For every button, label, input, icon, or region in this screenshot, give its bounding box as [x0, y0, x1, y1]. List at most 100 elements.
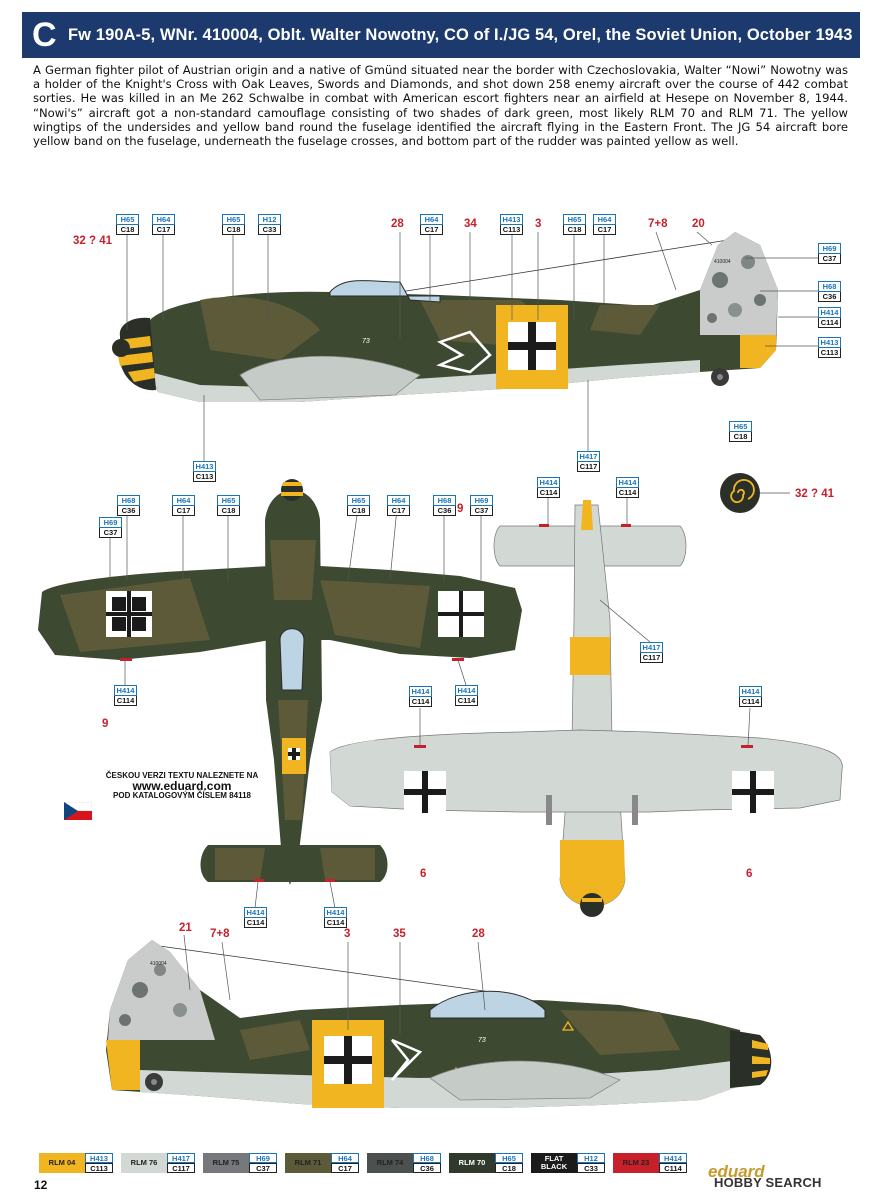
humbrol-code: H413	[193, 461, 216, 472]
mr-color-code: C114	[739, 697, 762, 707]
humbrol-code: H414	[455, 685, 478, 696]
mr-color-code: C18	[563, 225, 586, 235]
svg-text:73: 73	[478, 1037, 486, 1044]
legend-color-name: RLM 70	[449, 1153, 495, 1173]
humbrol-code: H68	[818, 281, 841, 292]
mr-color-code: C18	[222, 225, 245, 235]
mr-color-code: C114	[244, 918, 267, 928]
mr-color-code: C114	[114, 696, 137, 706]
mr-color-code: C18	[217, 506, 240, 516]
profile-title: Fw 190A-5, WNr. 410004, Oblt. Walter Now…	[68, 25, 853, 44]
czech-note-line1: ČESKOU VERZI TEXTU NALEZNETE NA	[105, 771, 259, 780]
legend-h-code: H64	[331, 1153, 359, 1163]
humbrol-code: H68	[433, 495, 456, 506]
legend-color-name: RLM 76	[121, 1153, 167, 1173]
legend-color-name: FLAT BLACK	[531, 1153, 577, 1173]
legend-h-code: H69	[249, 1153, 277, 1163]
stencil-number: 3	[535, 218, 542, 230]
legend-h-code: H68	[413, 1153, 441, 1163]
watermark: HOBBY SEARCH	[714, 1175, 822, 1190]
legend-c-code: C37	[249, 1163, 277, 1173]
page-number: 12	[34, 1178, 48, 1192]
stencil-number: 32 ? 41	[73, 235, 112, 247]
svg-text:410004: 410004	[150, 961, 167, 967]
humbrol-code: H69	[818, 243, 841, 254]
stencil-number: 7+8	[210, 928, 230, 940]
mr-color-code: C37	[818, 254, 841, 264]
humbrol-code: H65	[217, 495, 240, 506]
stencil-number: 28	[472, 928, 485, 940]
humbrol-code: H65	[222, 214, 245, 225]
spinner-detail	[720, 473, 760, 513]
svg-text:73: 73	[362, 338, 370, 345]
aircraft-description: A German fighter pilot of Austrian origi…	[33, 63, 848, 149]
mr-color-code: C17	[152, 225, 175, 235]
profile-letter: C	[32, 15, 57, 54]
humbrol-code: H69	[470, 495, 493, 506]
mr-color-code: C114	[616, 488, 639, 498]
left-side-profile: 73 410004	[112, 232, 778, 402]
mr-color-code: C113	[500, 225, 523, 235]
mr-color-code: C36	[818, 292, 841, 302]
czech-note-url[interactable]: www.eduard.com	[132, 779, 232, 793]
bottom-plan-view	[329, 500, 843, 917]
mr-color-code: C18	[347, 506, 370, 516]
humbrol-code: H65	[116, 214, 139, 225]
legend-color-name: RLM 23	[613, 1153, 659, 1173]
stencil-number: 6	[420, 868, 427, 880]
mr-color-code: C114	[409, 697, 432, 707]
legend-h-code: H12	[577, 1153, 605, 1163]
mr-color-code: C36	[117, 506, 140, 516]
leader-lines	[109, 231, 818, 1035]
svg-text:410004: 410004	[714, 259, 731, 265]
mr-color-code: C114	[537, 488, 560, 498]
mr-color-code: C17	[387, 506, 410, 516]
legend-c-code: C36	[413, 1163, 441, 1173]
legend-c-code: C17	[331, 1163, 359, 1173]
humbrol-code: H64	[172, 495, 195, 506]
mr-color-code: C114	[818, 318, 841, 328]
humbrol-code: H65	[729, 421, 752, 432]
humbrol-code: H414	[324, 907, 347, 918]
humbrol-code: H64	[420, 214, 443, 225]
czech-flag-icon	[64, 802, 92, 820]
mr-color-code: C17	[172, 506, 195, 516]
mr-color-code: C37	[470, 506, 493, 516]
humbrol-code: H414	[537, 477, 560, 488]
mr-color-code: C117	[577, 462, 600, 472]
eduard-logo: eduard	[708, 1162, 765, 1181]
humbrol-code: H417	[577, 451, 600, 462]
legend-color-name: RLM 71	[285, 1153, 331, 1173]
legend-color-name: RLM 04	[39, 1153, 85, 1173]
humbrol-code: H64	[387, 495, 410, 506]
top-plan-view	[38, 479, 522, 885]
stencil-number: 7+8	[648, 218, 668, 230]
stencil-number: 35	[393, 928, 406, 940]
humbrol-code: H414	[114, 685, 137, 696]
